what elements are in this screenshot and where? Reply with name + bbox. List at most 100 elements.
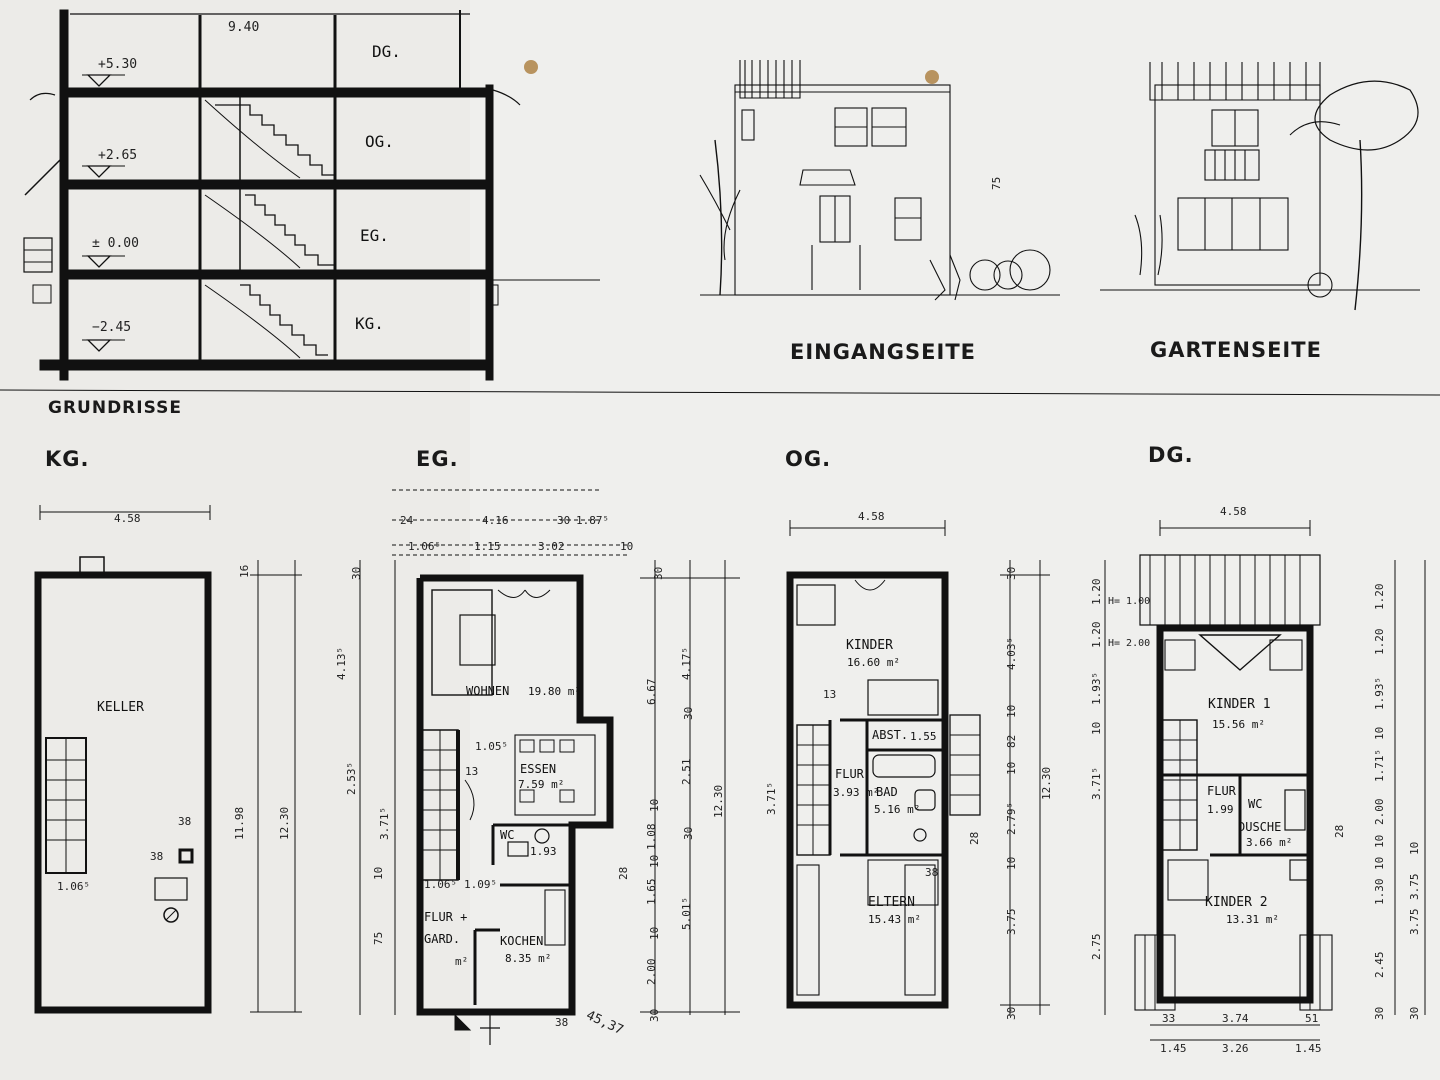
room-area-kochen: 8.35 m² <box>505 952 552 965</box>
level-elevation: +2.65 <box>98 148 138 163</box>
og-right-dimension: 3.75 <box>1005 908 1018 936</box>
room-area-kinder: 16.60 m² <box>847 656 900 669</box>
plan-eg <box>359 489 740 1045</box>
eg-left-dimension: 75 <box>372 931 385 945</box>
eg-left-dimension: 2.53⁵ <box>345 761 358 795</box>
front-elevation-dimension: 75 <box>990 176 1003 190</box>
building-section <box>0 9 1440 396</box>
eg-top-dimension: 10 <box>620 540 634 553</box>
eg-right-dimension: 10 <box>648 798 661 812</box>
dg-bottom-dimension: 3.26 <box>1222 1042 1249 1055</box>
og-inner-dimension: 13 <box>823 688 837 701</box>
eg-inner-dimension: 13 <box>465 765 479 778</box>
dg-right-dimension: 2.00 <box>1373 798 1386 826</box>
room-area-dusche: 3.66 m² <box>1246 836 1293 849</box>
section-top-dimension: 9.40 <box>228 20 260 35</box>
eg-top-dimension: 3.02 <box>538 540 565 553</box>
room-label-essen: ESSEN <box>520 762 557 776</box>
dg-bottom-dimension: 3.74 <box>1222 1012 1249 1025</box>
eg-right-dimension: 2.51 <box>680 758 693 786</box>
room-label-wohnen: WOHNEN <box>466 684 510 698</box>
front-elevation <box>699 60 1060 301</box>
dg-right-dimension: 1.93⁵ <box>1373 676 1386 710</box>
garden-elevation-label: GARTENSEITE <box>1150 338 1322 362</box>
room-area-flur: 3.93 m² <box>833 786 880 799</box>
eg-left-dimension: 3.71⁵ <box>378 806 391 840</box>
room-label-kinder: KINDER <box>846 638 893 653</box>
og-left-dimension: 3.71⁵ <box>765 781 778 815</box>
eg-right-dimension: 28 <box>617 866 630 880</box>
og-right-dimension: 4.03⁵ <box>1005 636 1018 670</box>
eg-right-dimension: 1.08 <box>645 823 658 851</box>
level-elevation: −2.45 <box>92 320 132 335</box>
front-elevation-label: EINGANGSEITE <box>790 340 976 364</box>
dg-right-dimension: 30 <box>1373 1006 1386 1020</box>
kg-dimension: 12.30 <box>278 806 291 840</box>
eg-left-dimension: 4.13⁵ <box>335 646 348 680</box>
eg-right-dimension: 2.00 <box>645 958 658 986</box>
dg-right-dimension: 1.20 <box>1373 583 1386 611</box>
room-label-flur-dg: FLUR <box>1207 784 1236 798</box>
room-area-flur-gard: GARD. <box>424 932 461 946</box>
eg-inner-dimension: m² <box>455 955 469 968</box>
room-area-wohnen: 19.80 m² <box>528 685 581 698</box>
og-right-dimension: 2.79⁵ <box>1005 801 1018 835</box>
dg-bottom-dimension: 1.45 <box>1295 1042 1322 1055</box>
dg-right-dimension: 3.75 <box>1408 908 1421 936</box>
kg-dimension: 38 <box>150 850 164 863</box>
eg-right-dimension: 1.65 <box>645 878 658 906</box>
og-right-dimension: 10 <box>1005 761 1018 775</box>
dg-bottom-dimension: 51 <box>1305 1012 1319 1025</box>
eg-right-dimension: 12.30 <box>712 784 725 818</box>
kg-dimension: 11.98 <box>233 806 246 840</box>
og-right-dimension: 10 <box>1005 704 1018 718</box>
room-area-eltern: 15.43 m² <box>868 913 921 926</box>
dg-right-dimension: 10 <box>1373 834 1386 848</box>
kg-dimension: 1.06⁵ <box>57 880 91 893</box>
og-right-dimension: 12.30 <box>1040 766 1053 800</box>
og-right-dimension: 30 <box>1005 566 1018 580</box>
dg-right-dimension: 10 <box>1408 841 1421 855</box>
room-area-flur-dg: 1.99 <box>1207 803 1234 816</box>
plan-kg <box>34 505 302 1014</box>
room-area-abst: 1.55 <box>910 730 937 743</box>
punch-hole <box>524 60 538 74</box>
eg-right-dimension: 30 <box>652 566 665 580</box>
level-name: OG. <box>365 132 394 151</box>
eg-inner-dimension: 1.05⁵ <box>475 740 509 753</box>
dg-right-dimension: 10 <box>1373 856 1386 870</box>
room-label-kochen: KOCHEN <box>500 934 544 948</box>
kg-dimension: 38 <box>178 815 192 828</box>
kg-width-dimension: 4.58 <box>114 512 141 525</box>
level-name: KG. <box>355 314 384 333</box>
eg-right-dimension: 30 <box>682 826 695 840</box>
dg-left-dimension: 1.93⁵ <box>1090 671 1103 705</box>
plan-title-og: OG. <box>785 447 832 471</box>
dg-right-dimension: 3.75 <box>1408 873 1421 901</box>
room-area-bad: 5.16 m² <box>874 803 921 816</box>
room-label-eltern: ELTERN <box>868 895 915 910</box>
room-area-kinder-2: 13.31 m² <box>1226 913 1279 926</box>
dg-right-dimension: 2.45 <box>1373 951 1386 979</box>
room-area-kinder-1: 15.56 m² <box>1212 718 1265 731</box>
plan-title-kg: KG. <box>45 447 90 471</box>
dg-right-dimension: 28 <box>1333 824 1346 838</box>
dg-left-dimension: 1.20 <box>1090 578 1103 606</box>
room-label-abst: ABST. <box>872 728 909 742</box>
dg-right-dimension: 30 <box>1408 1006 1421 1020</box>
plans-heading: GRUNDRISSE <box>48 398 182 418</box>
kg-dimension: 16 <box>238 564 251 578</box>
og-right-dimension: 10 <box>1005 856 1018 870</box>
eg-right-dimension: 4.17⁵ <box>680 646 693 680</box>
eg-left-dimension: 30 <box>350 566 363 580</box>
room-area-wc: 1.93 <box>530 845 557 858</box>
dg-bottom-dimension: 33 <box>1162 1012 1176 1025</box>
eg-top-dimension: 1.15 <box>474 540 501 553</box>
room-area-essen: 7.59 m² <box>518 778 565 791</box>
room-label-kinder-1: KINDER 1 <box>1208 697 1271 712</box>
level-elevation: ± 0.00 <box>92 236 139 251</box>
room-label-flur-gard: FLUR + <box>424 910 468 924</box>
eg-top-dimension: 30 <box>557 514 571 527</box>
level-name: DG. <box>372 42 401 61</box>
